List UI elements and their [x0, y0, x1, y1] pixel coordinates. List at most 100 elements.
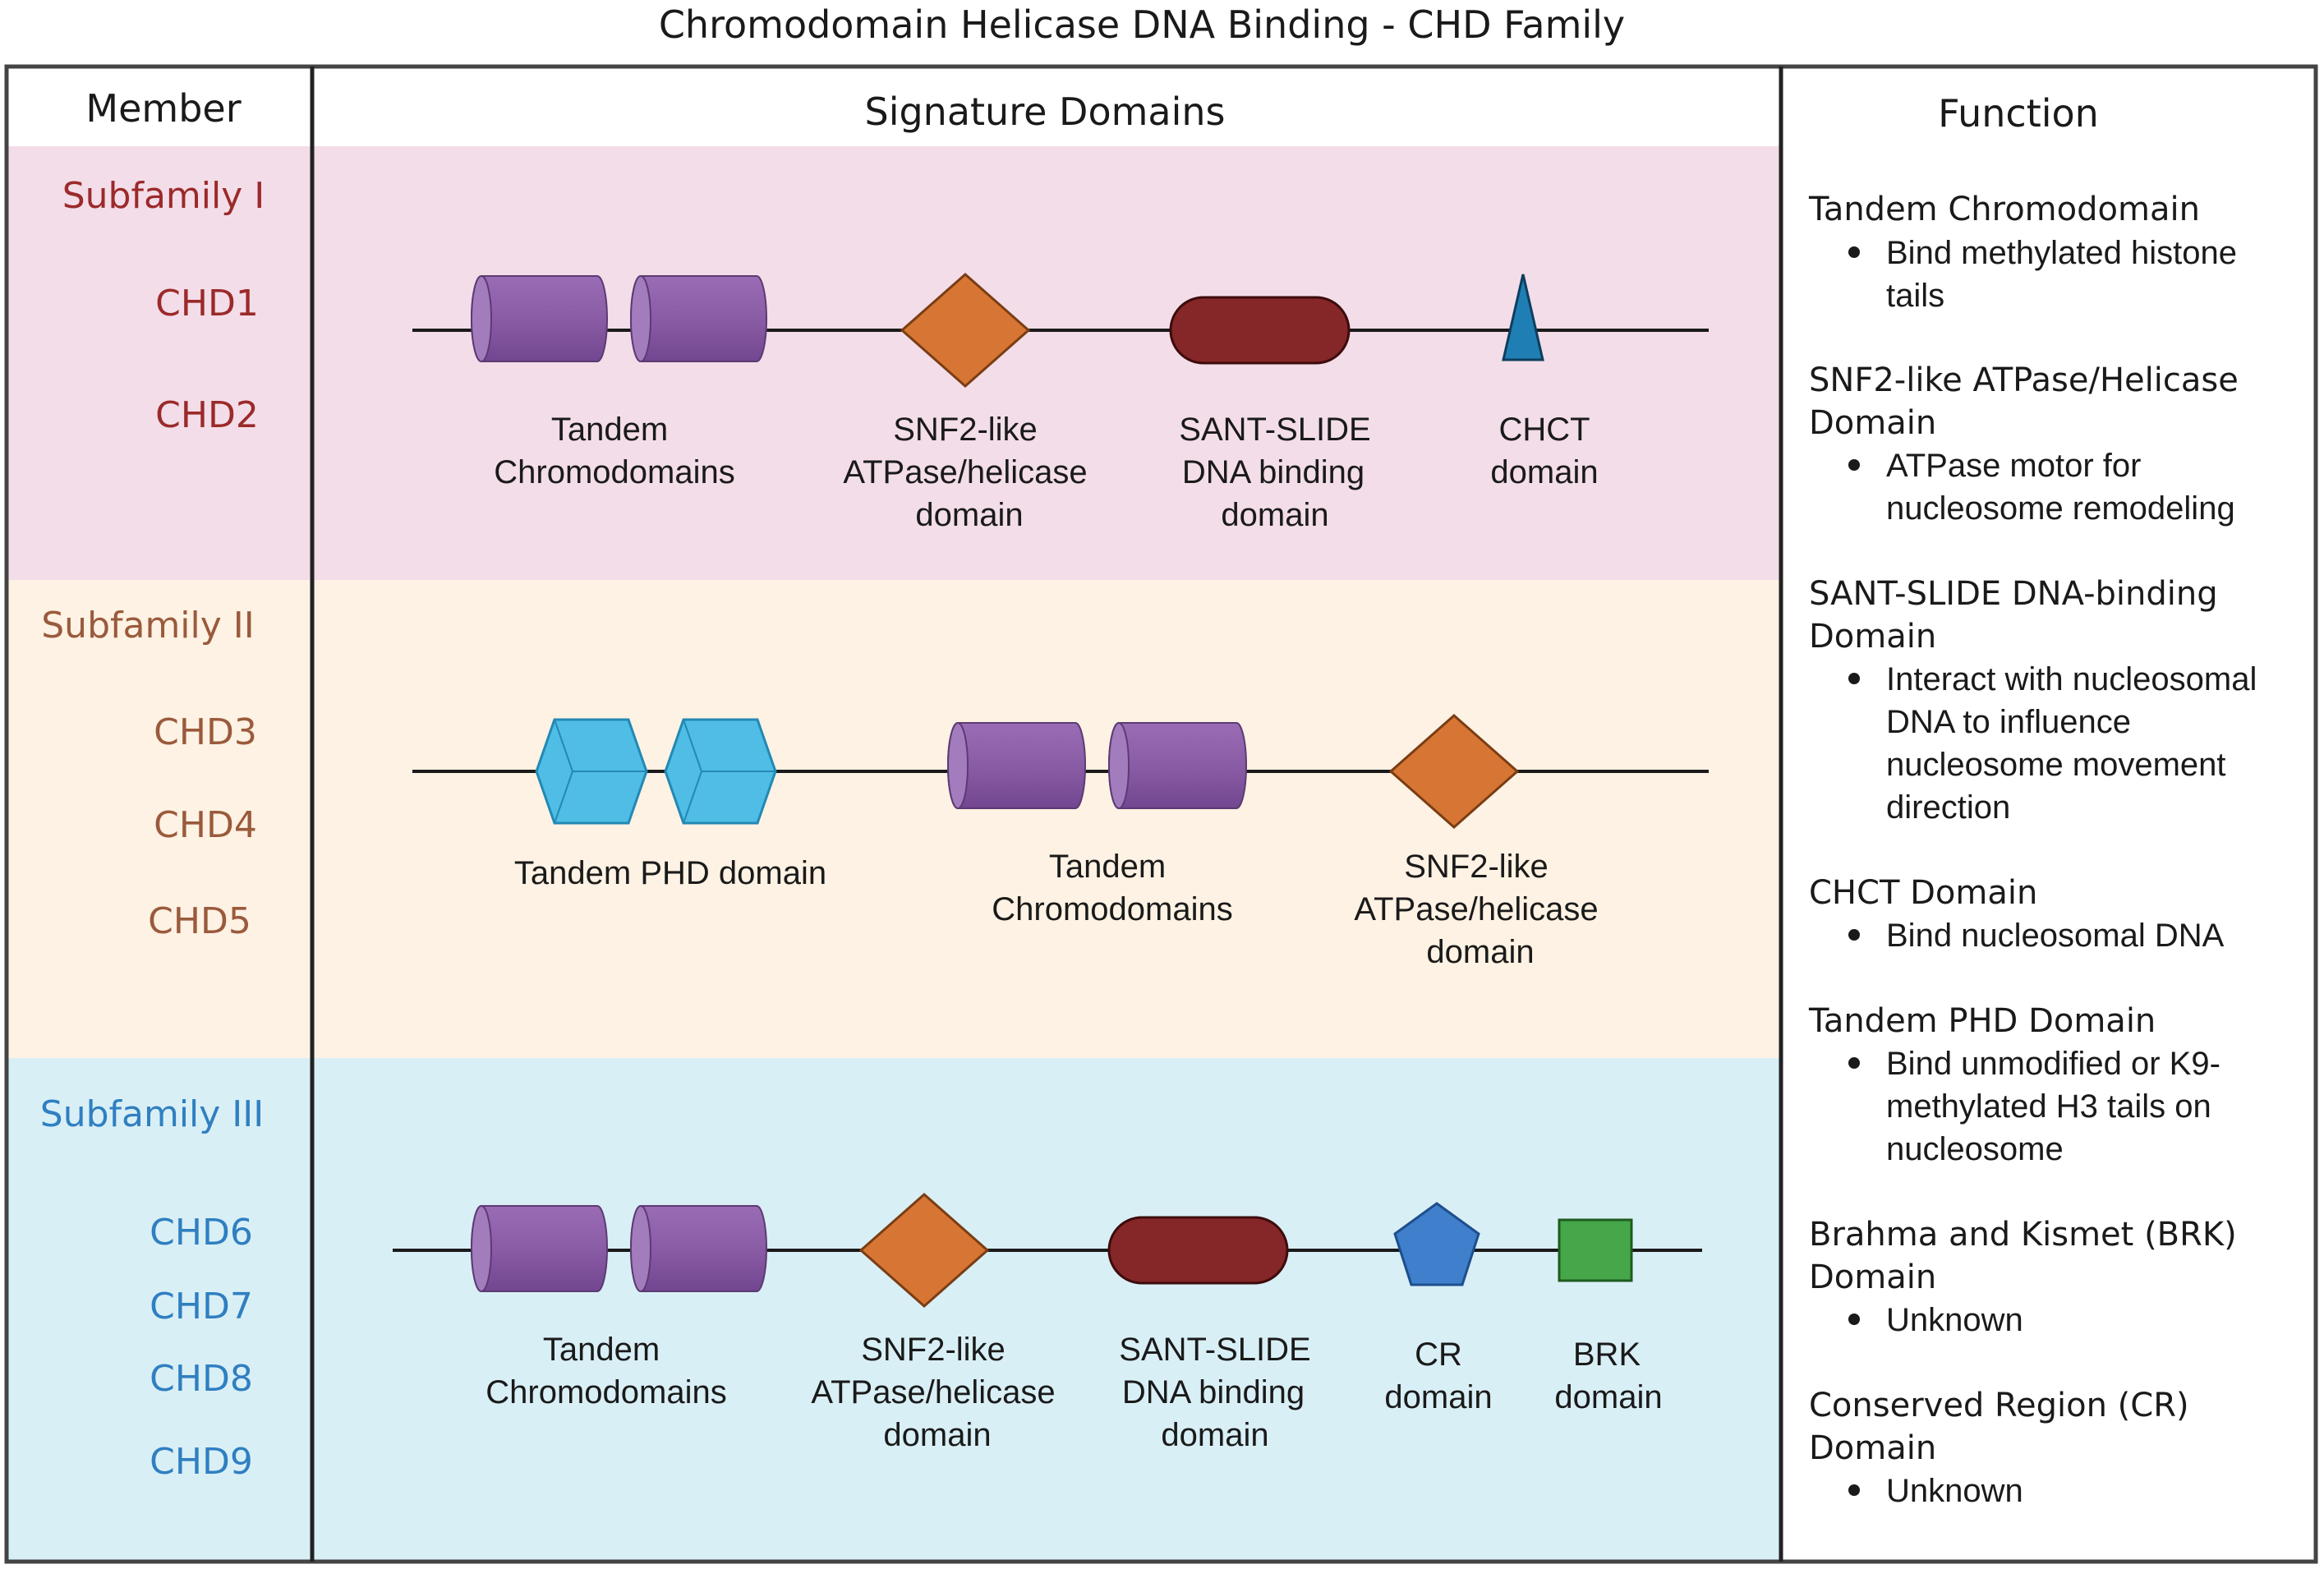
svg-text:Tandem Chromodomain: Tandem Chromodomain: [1808, 191, 2200, 228]
member-label: CHD2: [155, 394, 259, 436]
cr-pentagon-icon: [1393, 1202, 1480, 1286]
sant-slide-pill-icon: [1107, 1216, 1289, 1285]
domain-label-tandem-chromodomains: Tandem Chromodomains: [494, 412, 734, 490]
svg-text:CHCT Domain: CHCT Domain: [1809, 874, 2037, 912]
bullet-icon: [1848, 929, 1860, 941]
svg-text:ATPase/helicase: ATPase/helicase: [843, 454, 1087, 490]
svg-text:domain: domain: [883, 1417, 991, 1453]
svg-text:Brahma and Kismet (BRK): Brahma and Kismet (BRK): [1809, 1216, 2237, 1254]
svg-text:SANT-SLIDE DNA-binding: SANT-SLIDE DNA-binding: [1809, 575, 2218, 613]
chromodomain-icon: [471, 275, 608, 362]
svg-text:SNF2-like: SNF2-like: [893, 412, 1038, 448]
svg-text:SNF2-like ATPase/Helicase: SNF2-like ATPase/Helicase: [1809, 361, 2239, 399]
function-entry-sant-slide: SANT-SLIDE DNA-binding Domain Interact w…: [1809, 575, 2257, 826]
snf2-diamond-icon: [1388, 713, 1520, 830]
domain-label-snf2: SNF2-like ATPase/helicase domain: [811, 1332, 1055, 1453]
svg-text:CR: CR: [1415, 1337, 1462, 1373]
svg-text:Domain: Domain: [1809, 1258, 1936, 1296]
table-frame: [4, 64, 2318, 1564]
domain-label-sant-slide: SANT-SLIDE DNA binding domain: [1119, 1332, 1310, 1453]
svg-text:Tandem PHD domain: Tandem PHD domain: [514, 855, 826, 891]
svg-text:Bind methylated histone: Bind methylated histone: [1886, 235, 2237, 271]
svg-text:domain: domain: [1161, 1417, 1268, 1453]
svg-text:Bind nucleosomal DNA: Bind nucleosomal DNA: [1886, 918, 2225, 954]
function-entry-tandem-phd: Tandem PHD Domain Bind unmodified or K9-…: [1808, 1002, 2220, 1167]
svg-text:Tandem: Tandem: [543, 1332, 660, 1368]
svg-text:Tandem: Tandem: [551, 412, 668, 448]
svg-text:SNF2-like: SNF2-like: [861, 1332, 1006, 1368]
svg-text:SANT-SLIDE: SANT-SLIDE: [1119, 1332, 1310, 1368]
svg-text:Domain: Domain: [1809, 618, 1936, 656]
svg-text:CHCT: CHCT: [1498, 412, 1590, 448]
domain-label-tandem-chromodomains: Tandem Chromodomains: [486, 1332, 726, 1410]
svg-text:DNA to influence: DNA to influence: [1886, 704, 2131, 740]
chromodomain-icon: [1108, 722, 1247, 809]
svg-text:Bind unmodified or K9-: Bind unmodified or K9-: [1886, 1046, 2220, 1082]
svg-text:Chromodomains: Chromodomains: [494, 454, 734, 490]
phd-hexagon-icon: [535, 718, 648, 825]
domain-label-snf2: SNF2-like ATPase/helicase domain: [1354, 849, 1598, 970]
svg-text:domain: domain: [1554, 1379, 1662, 1415]
subfamily-3-labels: Subfamily III CHD6 CHD7 CHD8 CHD9: [40, 1093, 264, 1483]
svg-text:nucleosome: nucleosome: [1886, 1131, 2064, 1167]
sant-slide-pill-icon: [1169, 296, 1351, 365]
domain-label-cr: CR domain: [1384, 1337, 1492, 1415]
svg-text:tails: tails: [1886, 278, 1944, 314]
bullet-icon: [1848, 1057, 1860, 1069]
subfamily-2-labels: Subfamily II CHD3 CHD4 CHD5: [41, 605, 257, 942]
member-label: CHD8: [150, 1358, 253, 1400]
bullet-icon: [1848, 673, 1860, 684]
subfamily-1-labels: Subfamily I CHD1 CHD2: [62, 175, 265, 436]
svg-text:domain: domain: [915, 497, 1023, 533]
bullet-icon: [1848, 1484, 1860, 1496]
member-label: CHD1: [155, 283, 259, 324]
domains-header: Signature Domains: [865, 90, 1226, 134]
phd-hexagon-icon: [664, 718, 777, 825]
bullet-icon: [1848, 246, 1860, 258]
chromodomain-icon: [947, 722, 1086, 809]
svg-text:direction: direction: [1886, 789, 2010, 826]
member-label: CHD3: [154, 711, 257, 753]
domain-label-tandem-chromodomains: Tandem Chromodomains: [992, 849, 1232, 927]
svg-text:domain: domain: [1384, 1379, 1492, 1415]
svg-text:Conserved Region (CR): Conserved Region (CR): [1809, 1387, 2189, 1424]
svg-text:Domain: Domain: [1809, 404, 1936, 442]
domain-label-sant-slide: SANT-SLIDE DNA binding domain: [1179, 412, 1370, 533]
svg-text:Interact with nucleosomal: Interact with nucleosomal: [1886, 661, 2257, 697]
subfamily-name: Subfamily II: [41, 605, 255, 646]
domain-label-chct: CHCT domain: [1490, 412, 1598, 490]
svg-text:Unknown: Unknown: [1886, 1302, 2023, 1338]
svg-text:methylated H3 tails on: methylated H3 tails on: [1886, 1088, 2211, 1125]
svg-text:Tandem: Tandem: [1049, 849, 1166, 885]
subfamily-name: Subfamily I: [62, 175, 265, 217]
diagram-title: Chromodomain Helicase DNA Binding - CHD …: [659, 2, 1625, 47]
svg-text:domain: domain: [1490, 454, 1598, 490]
svg-text:Chromodomains: Chromodomains: [992, 891, 1232, 927]
member-header: Member: [85, 86, 241, 131]
svg-text:Tandem PHD Domain: Tandem PHD Domain: [1808, 1002, 2156, 1040]
subfamily-3-band: [8, 1058, 1780, 1562]
svg-text:nucleosome movement: nucleosome movement: [1886, 747, 2226, 783]
function-entry-tandem-chromodomain: Tandem Chromodomain Bind methylated hist…: [1808, 191, 2237, 314]
member-label: CHD4: [154, 804, 257, 846]
svg-text:ATPase/helicase: ATPase/helicase: [1354, 891, 1598, 927]
function-entry-cr: Conserved Region (CR) Domain Unknown: [1809, 1387, 2189, 1509]
svg-text:Unknown: Unknown: [1886, 1473, 2023, 1509]
svg-text:DNA binding: DNA binding: [1182, 454, 1364, 490]
chct-triangle-icon: [1502, 274, 1544, 361]
snf2-diamond-icon: [900, 272, 1031, 389]
bullet-icon: [1848, 1314, 1860, 1325]
svg-text:Chromodomains: Chromodomains: [486, 1374, 726, 1410]
bullet-icon: [1848, 459, 1860, 471]
svg-text:Domain: Domain: [1809, 1429, 1936, 1467]
function-header: Function: [1938, 91, 2099, 136]
svg-text:BRK: BRK: [1573, 1337, 1641, 1373]
chromodomain-icon: [630, 275, 767, 362]
svg-text:DNA binding: DNA binding: [1122, 1374, 1305, 1410]
svg-text:ATPase/helicase: ATPase/helicase: [811, 1374, 1055, 1410]
member-label: CHD7: [150, 1286, 253, 1327]
subfamily-1-band: [8, 146, 1780, 580]
chromodomain-icon: [471, 1205, 608, 1292]
